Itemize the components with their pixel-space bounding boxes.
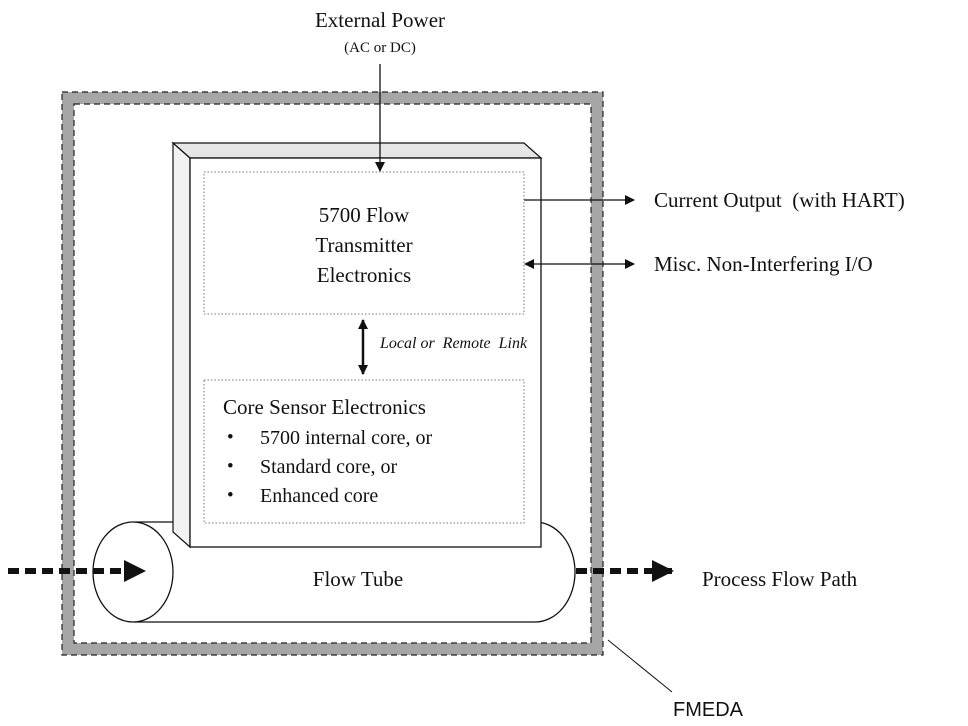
link-label: Local or Remote Link <box>379 335 528 352</box>
fmeda-leader-line <box>607 639 673 693</box>
housing-top-face <box>171 142 543 159</box>
transmitter-label-line-3: Electronics <box>317 263 411 287</box>
process-flow-path-label: Process Flow Path <box>702 567 858 591</box>
external-power-sublabel: (AC or DC) <box>344 40 416 56</box>
transmitter-label-line-1: 5700 Flow <box>319 203 410 227</box>
core-sensor-electronics-box <box>203 379 525 524</box>
housing-side-face <box>172 141 191 549</box>
core-bullet-2: Standard core, or <box>260 456 398 478</box>
misc-io-label: Misc. Non-Interfering I/O <box>654 252 873 276</box>
bullet-icon: • <box>227 485 234 506</box>
core-bullet-3: Enhanced core <box>260 485 378 507</box>
core-bullet-1: 5700 internal core, or <box>260 427 432 449</box>
external-power-label: External Power <box>315 8 445 32</box>
transmitter-label-line-2: Transmitter <box>315 233 412 257</box>
core-title: Core Sensor Electronics <box>223 395 426 419</box>
flow-tube-label: Flow Tube <box>313 567 403 591</box>
fmeda-boundary <box>61 91 604 656</box>
bullet-icon: • <box>227 427 234 448</box>
current-output-label: Current Output (with HART) <box>654 188 905 212</box>
bullet-icon: • <box>227 456 234 477</box>
fmeda-label: FMEDA <box>673 699 744 721</box>
